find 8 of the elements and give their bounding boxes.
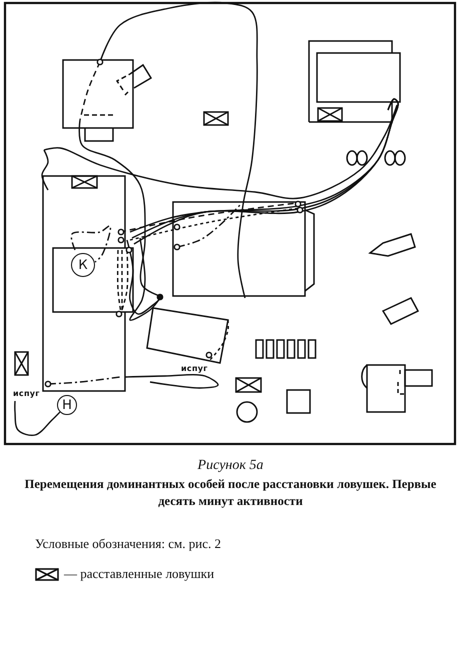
track-note: испуг — [181, 364, 208, 373]
legend-reference-note: Условные обозначения: см. рис. 2 — [35, 536, 221, 552]
movement-track — [14, 400, 60, 436]
legend-label: — расставленные ловушки — [64, 566, 214, 582]
track-note: испуг — [13, 389, 40, 398]
figure-title: Рисунок 5а — [196, 458, 264, 474]
letter-circle: Н — [57, 395, 77, 415]
figure-caption: Перемещения доминантных особей после расстановки ловушек. Первые десять минут активности — [24, 476, 438, 510]
